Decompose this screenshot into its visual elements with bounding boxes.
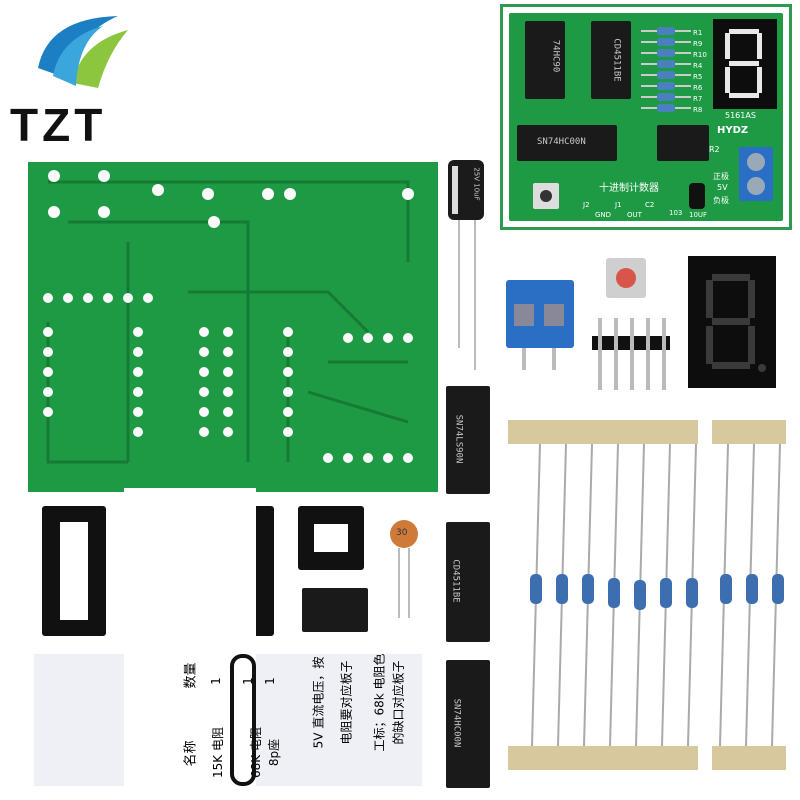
inset-j2-label: J2 bbox=[583, 201, 590, 209]
manual-note-1: 5V 直流电压，按 bbox=[311, 656, 326, 749]
resistor-tape-top-left bbox=[508, 420, 698, 444]
logo-text: TZT bbox=[10, 99, 107, 151]
inset-capacitor bbox=[689, 183, 705, 209]
manual-header-name: 名称 bbox=[183, 740, 199, 767]
inset-display-code: 5161AS bbox=[725, 111, 756, 120]
inset-103-label: 103 bbox=[669, 209, 683, 217]
capacitor-lead-1 bbox=[458, 220, 460, 348]
electrolytic-capacitor: 25V 10uF bbox=[448, 160, 484, 220]
terminal-pin-2 bbox=[552, 348, 556, 370]
inset-gnd-label: GND bbox=[595, 211, 612, 219]
logo-swoosh-icon bbox=[38, 16, 128, 88]
inset-r-label-0: R1 bbox=[693, 29, 703, 37]
resistor-array bbox=[520, 443, 790, 747]
inset-j1-label: J1 bbox=[615, 201, 622, 209]
tactile-push-button bbox=[606, 258, 646, 298]
ceramic-capacitor: 30 bbox=[390, 520, 418, 548]
inset-r-label-3: R4 bbox=[693, 62, 703, 70]
instruction-manual: 名称 数量 15K 电阻 1 68K 电阻 1 8p座 1 5V 直流电压，按 … bbox=[34, 488, 422, 786]
inset-chip-555 bbox=[657, 125, 709, 161]
manual-note-4: 的缺口对应板子 bbox=[391, 660, 406, 745]
inset-resistor-array bbox=[641, 25, 691, 115]
inset-voltage-label: 5V bbox=[717, 183, 728, 192]
inset-r-label-2: R10 bbox=[693, 51, 707, 59]
inset-chip-74hc00-label: SN74HC00N bbox=[537, 137, 586, 147]
inset-chip-left-label: 74HC90 bbox=[550, 39, 561, 73]
inset-chip-cd4511-label: CD4511BE bbox=[611, 38, 622, 82]
bare-pcb-board bbox=[28, 162, 438, 492]
dip-chip-2: CD4511BE bbox=[446, 522, 490, 642]
tzt-logo bbox=[18, 8, 138, 98]
inset-title-cn: 十进制计数器 bbox=[599, 183, 659, 194]
inset-r-label-1: R9 bbox=[693, 40, 703, 48]
ic-socket-16-1 bbox=[42, 506, 106, 636]
inset-negative-label: 负极 bbox=[713, 196, 729, 205]
dip-chip-2-label: CD4511BE bbox=[450, 559, 461, 603]
screw-terminal-block bbox=[506, 280, 574, 348]
seven-segment-display bbox=[688, 256, 776, 388]
ceramic-lead-1 bbox=[398, 548, 400, 618]
inset-push-button bbox=[533, 183, 559, 209]
inset-seven-segment-display bbox=[713, 19, 777, 109]
ic-chip-8pin bbox=[302, 588, 368, 632]
rubber-band bbox=[230, 654, 256, 786]
manual-note-3: 工标；68k 电阻色 bbox=[372, 653, 387, 752]
resistor-tape-bottom-left bbox=[508, 746, 698, 770]
inset-r-label-5: R6 bbox=[693, 84, 703, 92]
inset-chip-left: 74HC90 bbox=[525, 21, 565, 99]
dip-chip-3: SN74HC00N bbox=[446, 660, 490, 788]
inset-positive-label: 正极 bbox=[713, 172, 729, 181]
capacitor-label: 25V 10uF bbox=[472, 167, 481, 201]
ceramic-label: 30 bbox=[396, 528, 408, 538]
inset-chip-74hc00: SN74HC00N bbox=[517, 125, 617, 161]
inset-r2-label: R2 bbox=[709, 145, 720, 154]
terminal-pin-1 bbox=[522, 348, 526, 370]
manual-row-1-qty: 1 bbox=[208, 677, 223, 685]
manual-row-3-name: 8p座 bbox=[267, 738, 282, 767]
dip-chip-1: SN74LS90N bbox=[446, 386, 490, 494]
resistor-tape-bottom-right bbox=[712, 746, 786, 770]
dip-chip-3-label: SN74HC00N bbox=[451, 698, 462, 748]
manual-row-3-qty: 1 bbox=[262, 677, 277, 685]
inset-r-label-7: R8 bbox=[693, 106, 703, 114]
inset-r-label-4: R5 bbox=[693, 73, 703, 81]
inset-out-label: OUT bbox=[627, 211, 642, 219]
inset-10uf-label: 10UF bbox=[689, 211, 708, 219]
inset-hydz-label: HYDZ bbox=[717, 125, 749, 136]
capacitor-lead-2 bbox=[474, 220, 476, 370]
inset-chip-cd4511: CD4511BE bbox=[591, 21, 631, 99]
manual-note-2: 电阻要对应板子 bbox=[339, 660, 354, 745]
dip-chip-1-label: SN74LS90N bbox=[453, 414, 464, 464]
ceramic-lead-2 bbox=[408, 548, 410, 618]
ic-socket-8 bbox=[298, 506, 364, 570]
resistor-tape-top-right bbox=[712, 420, 786, 444]
pcb-traces bbox=[43, 170, 414, 464]
manual-row-1-name: 15K 电阻 bbox=[210, 727, 225, 778]
inset-r-label-6: R7 bbox=[693, 95, 703, 103]
manual-header-qty: 数量 bbox=[183, 662, 199, 689]
assembled-board-inset: 74HC90 CD4511BE SN74HC00N 5161AS R1 R9 R… bbox=[500, 4, 792, 230]
inset-c2-label: C2 bbox=[645, 201, 655, 209]
header-pins bbox=[592, 318, 670, 390]
inset-terminal-block bbox=[739, 147, 773, 201]
